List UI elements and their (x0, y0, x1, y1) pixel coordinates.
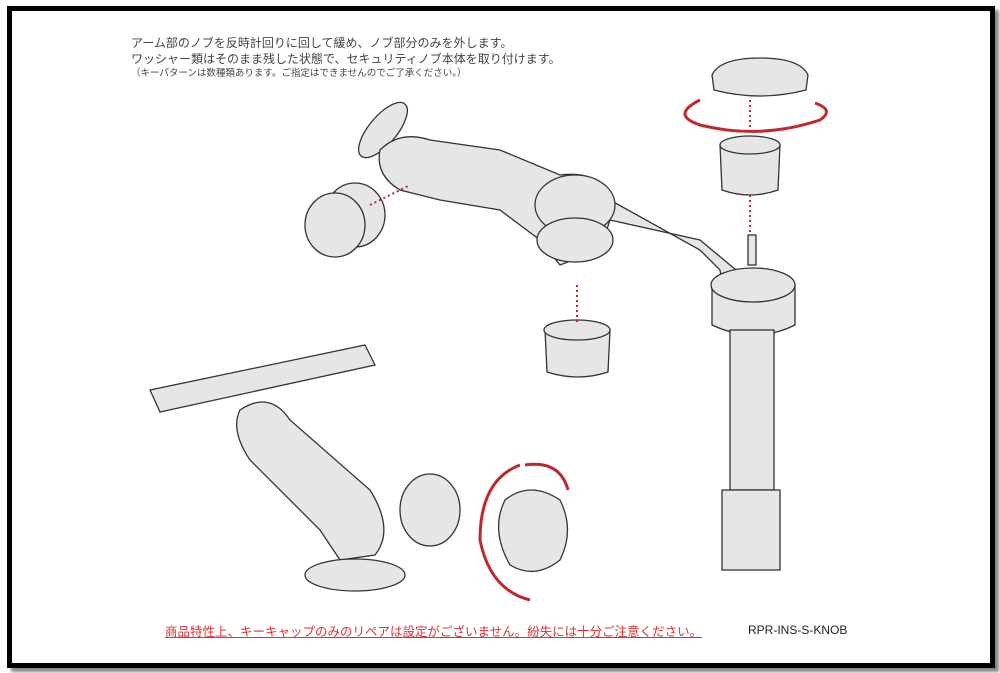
instructions: アーム部のノブを反時計回りに回して緩め、ノブ部分のみを外します。 ワッシャー類は… (131, 35, 561, 81)
knob-lower-icon (497, 489, 569, 572)
instruction-line-1: アーム部のノブを反時計回りに回して緩め、ノブ部分のみを外します。 (131, 36, 513, 50)
lower-arm-mount (149, 344, 406, 592)
diagram-frame (7, 6, 995, 668)
rotate-arrow-top (683, 98, 828, 133)
knob-top-icon (711, 57, 809, 97)
instruction-line-2: ワッシャー類はそのまま残した状態で、セキュリティノブ本体を取り付けます。 (131, 52, 561, 66)
rotate-arrow-bottom (478, 463, 531, 602)
instruction-note: （キーパターンは数種類あります。ご指定はできませんのでご了承ください。） (131, 68, 467, 79)
warning-text: 商品特性上、キーキャップのみのリペアは設定がございません。紛失には十分ご注意くだ… (165, 624, 703, 639)
upper-arm-mount (358, 101, 796, 336)
pole (729, 329, 775, 491)
product-code: RPR-INS-S-KNOB (748, 623, 848, 637)
